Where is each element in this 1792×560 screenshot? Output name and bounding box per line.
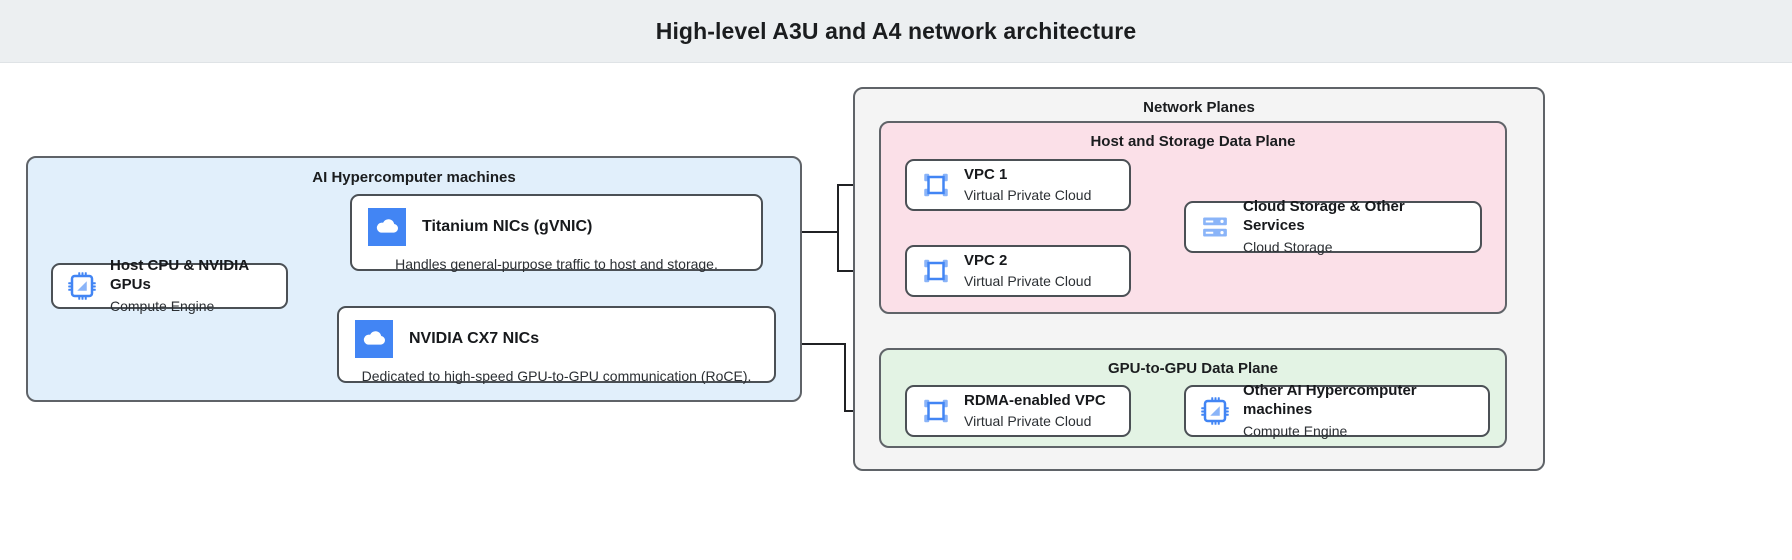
vpc-2-card[interactable]: VPC 2 Virtual Private Cloud [905, 245, 1131, 297]
host-cpu-gpu-title: Host CPU & NVIDIA GPUs [110, 257, 249, 293]
vpc-2-title: VPC 2 [964, 251, 1008, 269]
ai-hypercomputer-machines-label: AI Hypercomputer machines [312, 169, 516, 186]
page-title: High-level A3U and A4 network architectu… [655, 17, 1137, 44]
titanium-nics-card[interactable]: Titanium NICs (gVNIC) Handles general-pu… [350, 194, 763, 272]
cpu-chip-icon [1200, 396, 1230, 426]
titanium-nics-description: Handles general-purpose traffic to host … [395, 256, 718, 272]
host-storage-data-plane-label: Host and Storage Data Plane [1090, 133, 1296, 150]
vpc-icon [921, 396, 951, 426]
rdma-enabled-vpc-card[interactable]: RDMA-enabled VPC Virtual Private Cloud [905, 385, 1131, 437]
vpc-2-subtitle: Virtual Private Cloud [964, 273, 1092, 290]
vpc-icon [921, 256, 951, 286]
titanium-nics-header: Titanium NICs (gVNIC) [352, 196, 761, 256]
rdma-enabled-vpc-title: RDMA-enabled VPC [964, 391, 1106, 409]
vpc-1-card[interactable]: VPC 1 Virtual Private Cloud [905, 159, 1131, 211]
host-cpu-gpu-card[interactable]: Host CPU & NVIDIA GPUs Compute Engine [51, 257, 288, 314]
cpu-chip-icon [67, 271, 97, 301]
cloud-storage-card[interactable]: Cloud Storage & Other Services Cloud Sto… [1184, 198, 1482, 255]
gpu-to-gpu-data-plane-label: GPU-to-GPU Data Plane [1107, 360, 1279, 377]
rdma-enabled-vpc-subtitle: Virtual Private Cloud [964, 413, 1092, 430]
network-planes-label: Network Planes [1143, 99, 1255, 116]
nvidia-cx7-nics-title: NVIDIA CX7 NICs [409, 330, 540, 347]
cloud-icon [368, 208, 406, 246]
cloud-storage-title: Cloud Storage & Other Services [1243, 198, 1405, 234]
other-machines-title: Other AI Hypercomputer machines [1243, 382, 1417, 418]
nvidia-cx7-nics-description: Dedicated to high-speed GPU-to-GPU commu… [361, 368, 752, 384]
nvidia-cx7-nics-header: NVIDIA CX7 NICs [339, 308, 774, 368]
cloud-storage-subtitle: Cloud Storage [1243, 238, 1333, 255]
other-machines-subtitle: Compute Engine [1243, 422, 1348, 439]
titanium-nics-title: Titanium NICs (gVNIC) [422, 218, 593, 235]
vpc-icon [921, 170, 951, 200]
cloud-icon [355, 320, 393, 358]
storage-icon [1200, 212, 1230, 242]
vpc-1-subtitle: Virtual Private Cloud [964, 187, 1092, 204]
nvidia-cx7-nics-card[interactable]: NVIDIA CX7 NICs Dedicated to high-speed … [337, 306, 776, 384]
vpc-1-title: VPC 1 [964, 165, 1008, 183]
host-cpu-gpu-subtitle: Compute Engine [110, 297, 215, 314]
page-header: High-level A3U and A4 network architectu… [0, 0, 1792, 63]
other-ai-hypercomputer-machines-card[interactable]: Other AI Hypercomputer machines Compute … [1184, 382, 1490, 439]
